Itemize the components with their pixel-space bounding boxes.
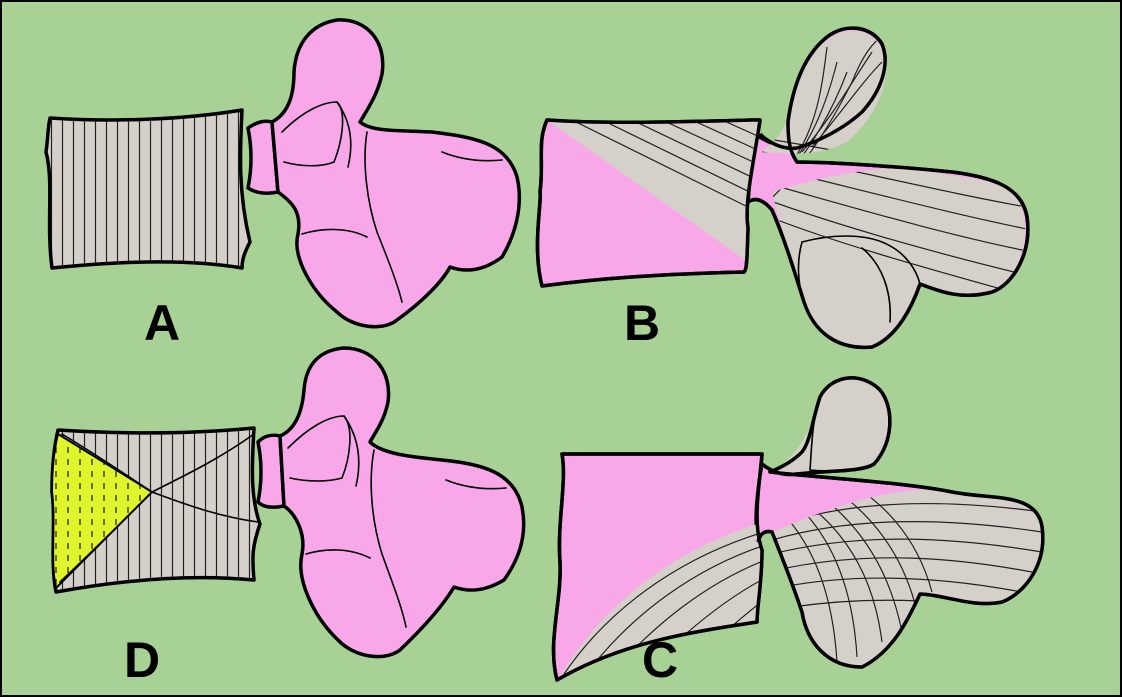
panel-a-vertebral-body (46, 110, 250, 268)
panel-a-label: A (144, 295, 180, 351)
panel-d-label: D (124, 632, 160, 688)
panel-b-label: B (624, 295, 660, 351)
panel-c-label: C (642, 632, 678, 688)
